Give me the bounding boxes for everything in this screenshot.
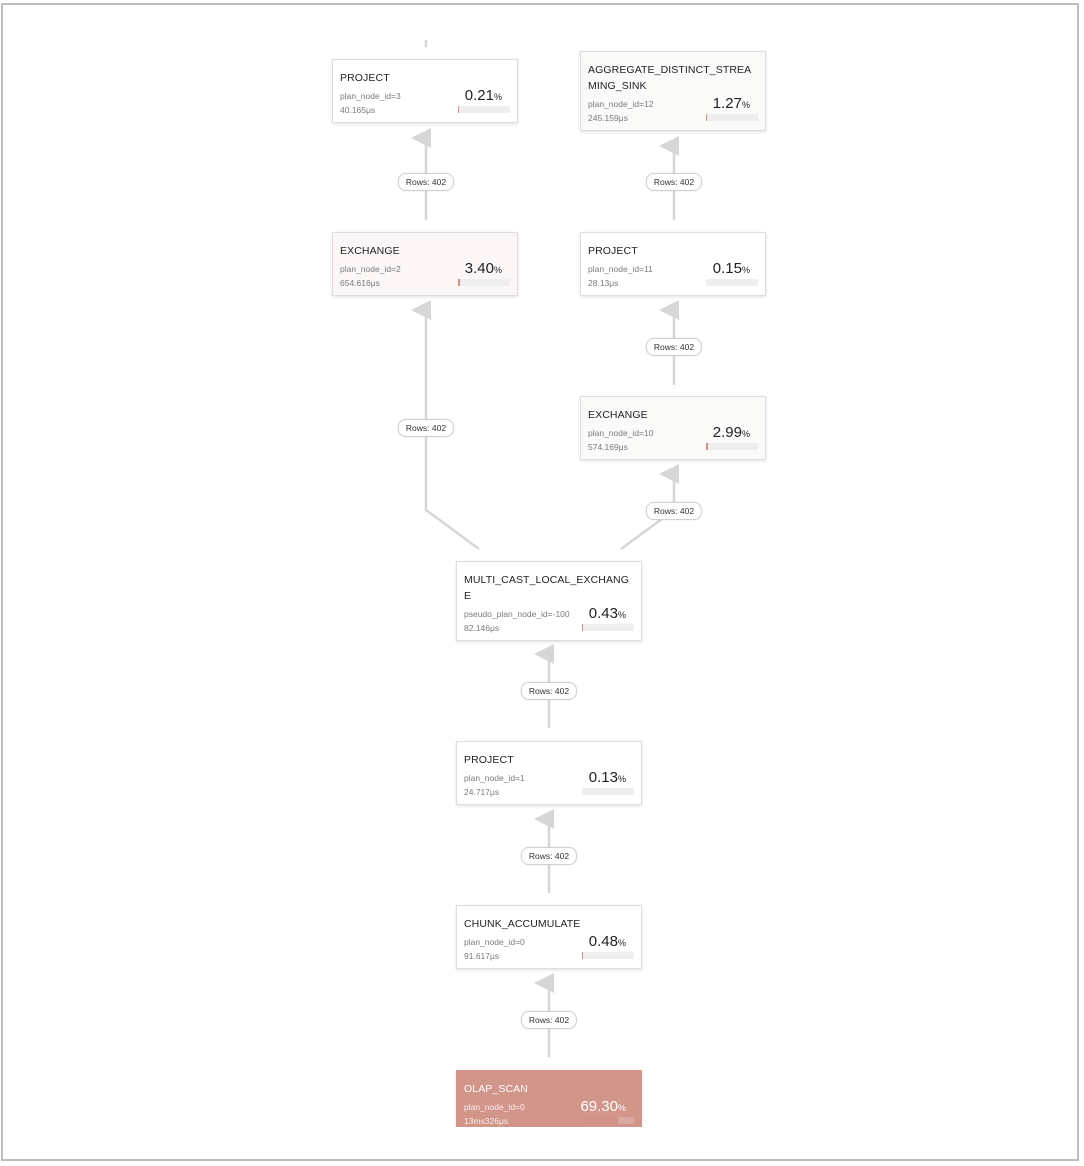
node-time: 28.13μs	[588, 278, 619, 288]
plan-graph: PROJECT plan_node_id=3 40.165μs 0.21% AG…	[332, 40, 766, 1127]
node-name: EXCHANGE	[588, 409, 648, 421]
node-time: 245.159μs	[588, 113, 628, 123]
node-time-bar	[706, 114, 758, 121]
node-plan-id: plan_node_id=2	[340, 264, 401, 274]
node-percent: 0.21%	[464, 87, 502, 104]
node-time-bar-fill	[458, 279, 460, 286]
node-aggregate-12[interactable]: AGGREGATE_DISTINCT_STREAMING_SINK plan_n…	[580, 51, 766, 131]
node-plan-id: plan_node_id=10	[588, 428, 654, 438]
node-time: 91.617μs	[464, 951, 500, 961]
node-name: MULTI_CAST_LOCAL_EXCHANGE	[464, 574, 630, 602]
node-time-bar	[458, 106, 510, 113]
node-plan-id: pseudo_plan_node_id=-100	[464, 609, 570, 619]
edge-rows-label: Rows: 402	[520, 682, 578, 700]
node-plan-id: plan_node_id=0	[464, 937, 525, 947]
node-percent: 69.30%	[580, 1098, 626, 1115]
node-time: 24.717μs	[464, 787, 500, 797]
node-time-bar	[706, 279, 758, 286]
node-time-bar	[582, 788, 634, 795]
node-project-11[interactable]: PROJECT plan_node_id=11 28.13μs 0.15%	[580, 232, 766, 296]
node-exchange-10[interactable]: EXCHANGE plan_node_id=10 574.169μs 2.99%	[580, 396, 766, 460]
node-percent: 0.15%	[712, 260, 750, 277]
node-time-bar	[582, 1117, 634, 1124]
node-time-bar	[582, 624, 634, 631]
node-name: PROJECT	[340, 72, 390, 84]
node-time-bar-fill	[706, 114, 707, 121]
edge-rows-label: Rows: 402	[645, 502, 703, 520]
node-chunk-accumulate[interactable]: CHUNK_ACCUMULATE plan_node_id=0 91.617μs…	[456, 905, 642, 969]
node-name: PROJECT	[588, 245, 638, 257]
node-name: AGGREGATE_DISTINCT_STREAMING_SINK	[588, 64, 752, 92]
node-plan-id: plan_node_id=12	[588, 99, 654, 109]
edge-rows-label: Rows: 402	[645, 173, 703, 191]
node-time: 574.169μs	[588, 442, 628, 452]
node-name: OLAP_SCAN	[464, 1083, 528, 1095]
node-percent: 0.48%	[588, 933, 626, 950]
node-time: 82.146μs	[464, 623, 500, 633]
edge-rows-label: Rows: 402	[520, 847, 578, 865]
node-exchange-2[interactable]: EXCHANGE plan_node_id=2 654.616μs 3.40%	[332, 232, 518, 296]
node-percent: 0.13%	[588, 769, 626, 786]
node-name: EXCHANGE	[340, 245, 400, 257]
node-time-bar	[706, 443, 758, 450]
node-plan-id: plan_node_id=3	[340, 91, 401, 101]
node-percent: 0.43%	[588, 605, 626, 622]
node-percent: 3.40%	[464, 260, 502, 277]
canvas-frame	[1, 3, 1079, 1161]
node-time: 654.616μs	[340, 278, 380, 288]
node-project-1[interactable]: PROJECT plan_node_id=1 24.717μs 0.13%	[456, 741, 642, 805]
node-time-bar	[582, 952, 634, 959]
node-plan-id: plan_node_id=11	[588, 264, 653, 274]
node-percent: 2.99%	[712, 424, 750, 441]
edge-rows-label: Rows: 402	[520, 1011, 578, 1029]
edge-rows-label: Rows: 402	[397, 419, 455, 437]
node-olap-scan[interactable]: OLAP_SCAN plan_node_id=0 13ms326μs 69.30…	[456, 1070, 642, 1127]
node-multi-cast-local-exchange[interactable]: MULTI_CAST_LOCAL_EXCHANGE pseudo_plan_no…	[456, 561, 642, 641]
node-time-bar-fill	[706, 443, 708, 450]
node-time: 13ms326μs	[464, 1116, 509, 1126]
node-time-bar-fill	[582, 1117, 619, 1124]
node-plan-id: plan_node_id=0	[464, 1102, 525, 1112]
node-project-3[interactable]: PROJECT plan_node_id=3 40.165μs 0.21%	[332, 59, 518, 123]
node-time: 40.165μs	[340, 105, 376, 115]
node-time-bar	[458, 279, 510, 286]
edge-rows-label: Rows: 402	[397, 173, 455, 191]
node-plan-id: plan_node_id=1	[464, 773, 525, 783]
edge-rows-label: Rows: 402	[645, 338, 703, 356]
node-name: PROJECT	[464, 754, 514, 766]
edge-multicast-exchange2	[411, 300, 480, 551]
node-percent: 1.27%	[712, 95, 750, 112]
node-name: CHUNK_ACCUMULATE	[464, 918, 581, 930]
